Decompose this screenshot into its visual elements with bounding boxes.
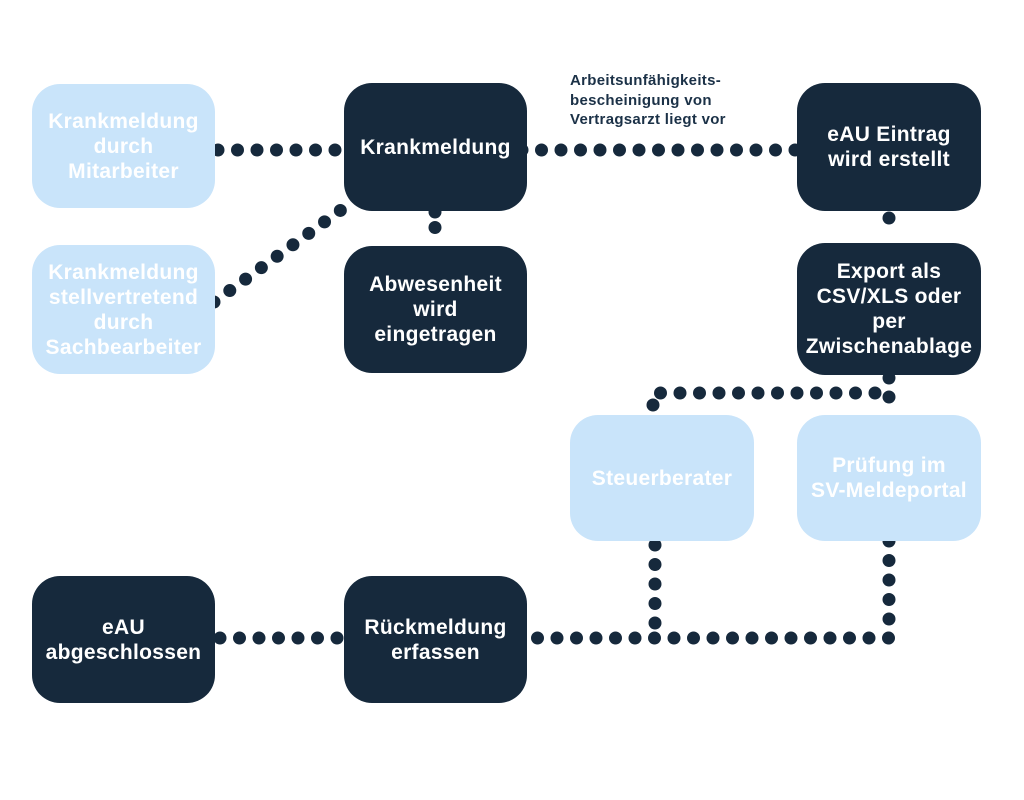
node-label: Steuerberater	[591, 466, 733, 490]
node-eau-abgeschlossen: eAU abgeschlossen	[32, 576, 215, 703]
node-eau-eintrag-wird-erstellt: eAU Eintrag wird erstellt	[797, 83, 981, 211]
node-label: Export als CSV/XLS oder per Zwischenabla…	[805, 260, 973, 358]
node-label: Krankmeldung durch Mitarbeiter	[48, 109, 199, 183]
node-label: Rückmeldung erfassen	[364, 615, 507, 664]
node-krankmeldung: Krankmeldung	[344, 83, 527, 211]
node-abwesenheit-wird-eingetragen: Abwesenheit wird eingetragen	[344, 246, 527, 373]
node-label: eAU abgeschlossen	[45, 615, 202, 664]
node-label: Krankmeldung	[360, 135, 511, 159]
node-label: Prüfung im SV-Meldeportal	[811, 454, 967, 502]
connector-stellvertretend-krankmeldung	[207, 195, 359, 309]
node-krankmeldung-stellvertretend-durch-sachbearbeiter: Krankmeldung stellvertretend durch Sachb…	[32, 245, 215, 374]
node-label: eAU Eintrag wird erstellt	[827, 123, 951, 171]
connector-export-steuerberater	[646, 386, 882, 420]
node-label: Krankmeldung stellvertretend durch Sachb…	[45, 260, 202, 359]
node-krankmeldung-durch-mitarbeiter: Krankmeldung durch Mitarbeiter	[32, 84, 215, 208]
node-pruefung-im-sv-meldeportal: Prüfung im SV-Meldeportal	[797, 415, 981, 541]
node-export-als-csv-xls-oder-zwischenablage: Export als CSV/XLS oder per Zwischenabla…	[797, 243, 981, 375]
node-rueckmeldung-erfassen: Rückmeldung erfassen	[344, 576, 527, 703]
edge-annotation-arbeitsunfaehigkeitsbescheinigung: Arbeitsunfähigkeits- bescheinigung von V…	[570, 72, 726, 128]
connector-pruefung-rueckmeldung	[513, 534, 896, 645]
node-label: Abwesenheit wird eingetragen	[369, 273, 502, 346]
node-steuerberater: Steuerberater	[570, 415, 754, 541]
